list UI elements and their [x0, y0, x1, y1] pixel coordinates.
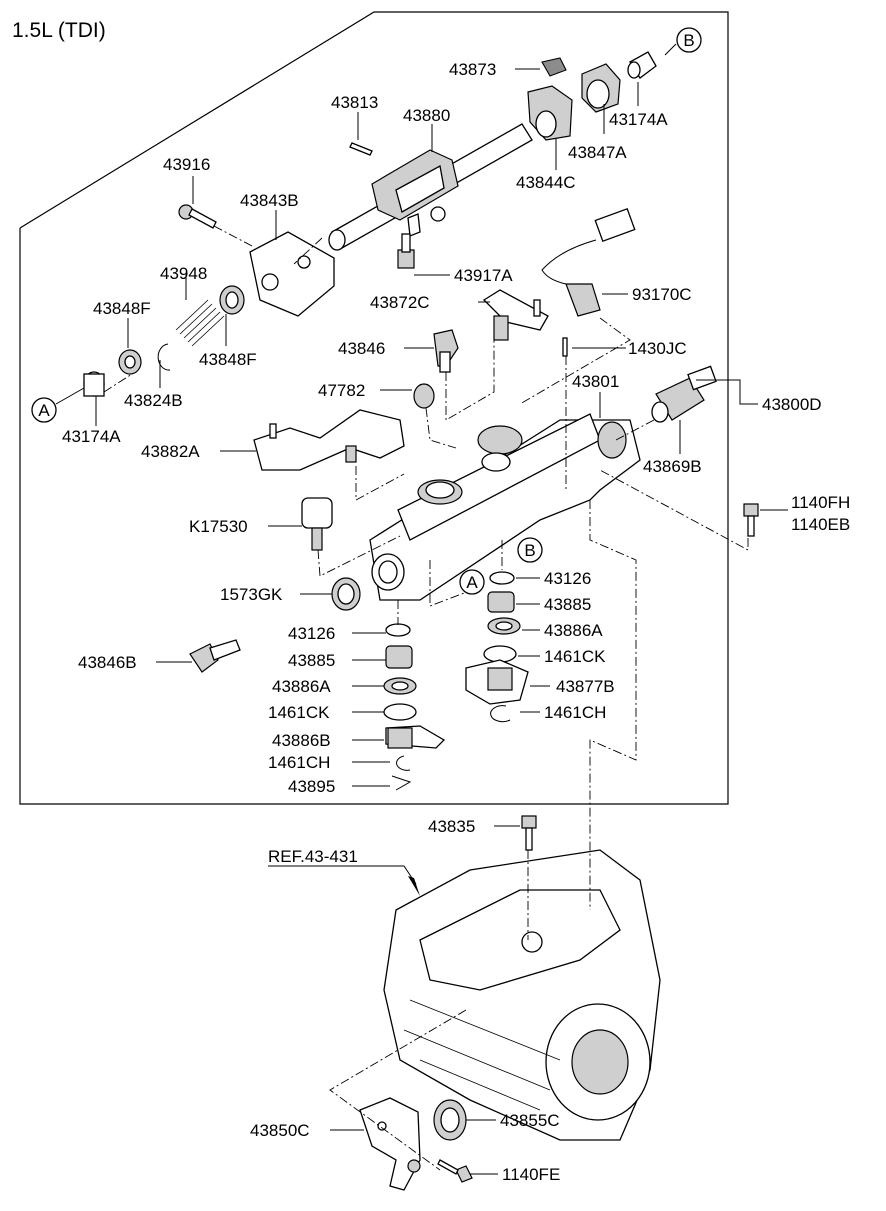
label-1430JC: 1430JC: [628, 339, 687, 358]
label-43916: 43916: [163, 155, 210, 174]
sensor-93170C: [541, 208, 636, 317]
callout-B-top: B: [676, 27, 702, 53]
leader-lines: [55, 43, 788, 1175]
label-43824B: 43824B: [124, 391, 183, 410]
bracket-43872C: [482, 289, 549, 341]
label-43843B: 43843B: [240, 191, 299, 210]
label-43813: 43813: [331, 93, 378, 112]
plug-K17530: [301, 497, 333, 551]
svg-text:A: A: [466, 573, 478, 592]
label-43174A-top: 43174A: [609, 110, 668, 129]
pin-1430JC: [562, 337, 568, 357]
shift-housing-43801: [369, 413, 641, 601]
svg-text:A: A: [38, 401, 50, 420]
label-1573GK: 1573GK: [220, 585, 283, 604]
label-43848F-left: 43848F: [93, 299, 151, 318]
label-43872C: 43872C: [370, 293, 430, 312]
part-labels: 43873 43174A 43847A 43844C 43813 43880 4…: [62, 60, 850, 1184]
label-1461CH-right: 1461CH: [544, 703, 606, 722]
label-1140FH: 1140FH: [791, 493, 850, 512]
label-43846: 43846: [338, 339, 385, 358]
label-43882A: 43882A: [141, 442, 200, 461]
svg-text:B: B: [683, 31, 694, 50]
plug-47782: [413, 383, 435, 409]
label-43948: 43948: [160, 264, 207, 283]
label-1461CH-left: 1461CH: [268, 753, 330, 772]
label-43886B: 43886B: [272, 731, 331, 750]
switch-43846: [433, 329, 459, 373]
callout-A-mid: A: [459, 569, 485, 595]
label-43885-right: 43885: [544, 595, 591, 614]
switch-43869B: [651, 365, 717, 423]
bolt-1140FE: [437, 1159, 473, 1183]
label-43126-right: 43126: [544, 569, 591, 588]
label-93170C: 93170C: [632, 285, 692, 304]
label-43873: 43873: [449, 60, 496, 79]
label-1140EB: 1140EB: [791, 515, 850, 534]
label-43886A-left: 43886A: [272, 677, 331, 696]
label-43844C: 43844C: [516, 173, 576, 192]
label-1461CK-left: 1461CK: [268, 703, 330, 722]
assembly-lines: [103, 225, 749, 1171]
label-43847A: 43847A: [568, 143, 627, 162]
label-ref-43-431: REF.43-431: [268, 847, 358, 866]
label-1140FE: 1140FE: [502, 1165, 560, 1184]
label-43877B: 43877B: [556, 677, 615, 696]
label-43846B: 43846B: [78, 653, 137, 672]
callout-A-left: A: [31, 397, 57, 423]
label-43850C: 43850C: [250, 1121, 310, 1140]
lever-43882A: [253, 409, 405, 471]
label-43880: 43880: [403, 106, 450, 125]
label-47782: 47782: [318, 381, 365, 400]
diagram-title: 1.5L (TDI): [12, 19, 106, 42]
label-43855C: 43855C: [500, 1111, 560, 1130]
label-43174A-left: 43174A: [62, 427, 121, 446]
label-43800D: 43800D: [762, 395, 822, 414]
right-bearing-stack: [465, 571, 529, 723]
bracket-43850C: [359, 1097, 421, 1191]
label-43917A: 43917A: [454, 266, 513, 285]
bolt-43835: [521, 815, 537, 851]
label-43801: 43801: [572, 372, 619, 391]
assembly-frame: [19, 11, 729, 805]
shift-shaft-assembly: [83, 51, 657, 397]
left-bearing-stack: [383, 623, 446, 791]
label-43835: 43835: [428, 817, 475, 836]
callout-B-mid: B: [517, 537, 543, 563]
label-1461CK-right: 1461CK: [544, 647, 606, 666]
label-43869B: 43869B: [643, 457, 702, 476]
label-43885-left: 43885: [288, 651, 335, 670]
label-43895: 43895: [288, 777, 335, 796]
label-K17530: K17530: [189, 517, 248, 536]
label-43886A-right: 43886A: [544, 621, 603, 640]
label-43126-left: 43126: [288, 624, 335, 643]
switch-43846B: [189, 639, 241, 673]
transaxle-case: [383, 849, 661, 1141]
bolt-1140FH: [743, 503, 759, 537]
svg-text:B: B: [524, 541, 535, 560]
label-43848F-right: 43848F: [199, 350, 257, 369]
